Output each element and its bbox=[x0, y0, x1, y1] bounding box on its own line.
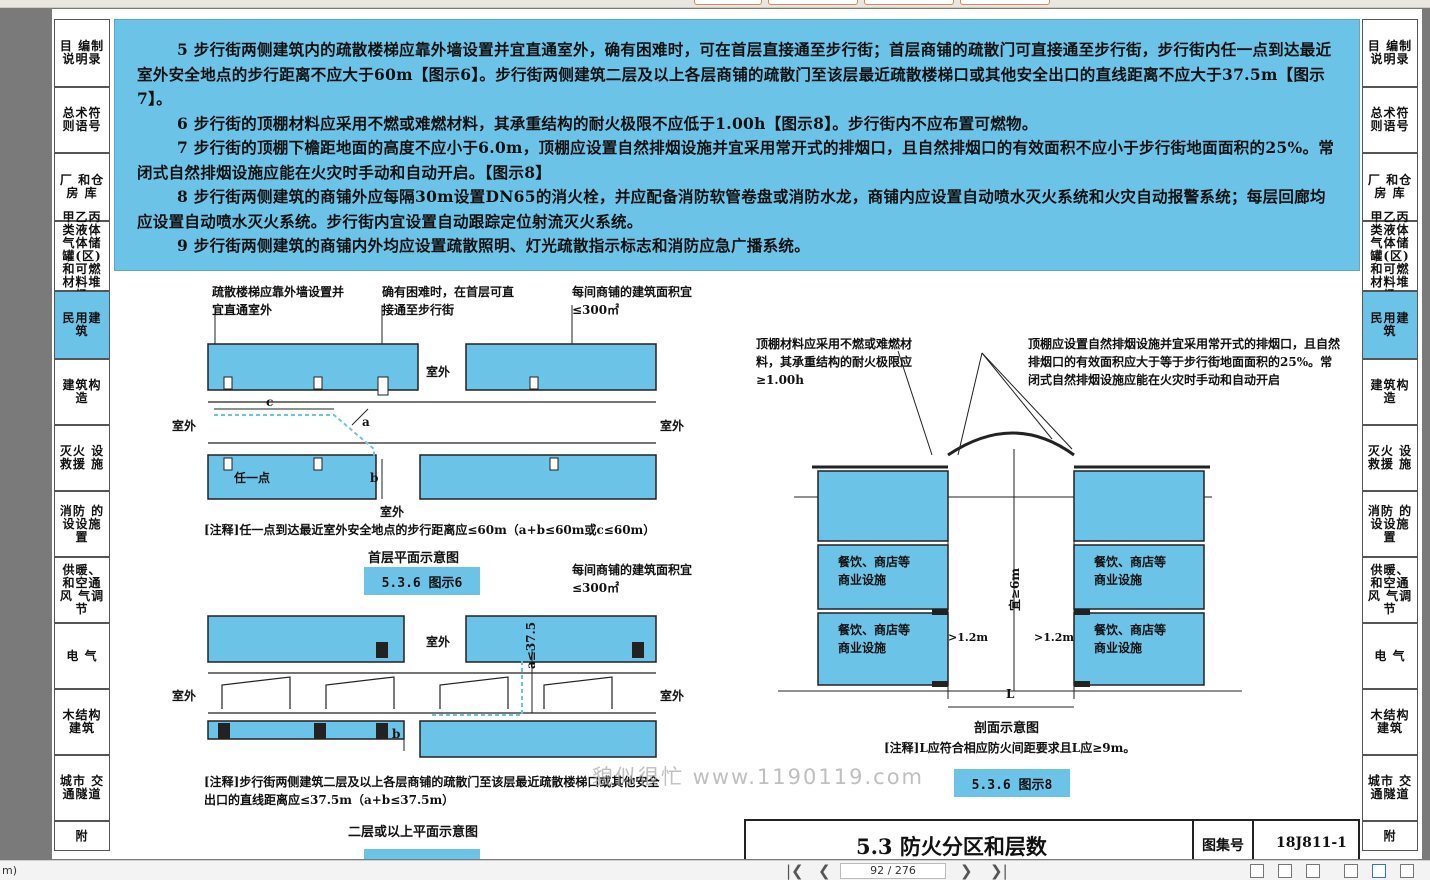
fig7-caption: 二层或以上平面示意图 bbox=[348, 825, 479, 840]
fig7-dim-b: b bbox=[392, 727, 401, 741]
section-tab[interactable]: 城市 交通隧道 bbox=[1362, 755, 1418, 821]
continuous-page-icon[interactable] bbox=[1372, 864, 1386, 878]
section-title: 5.3 防火分区和层数 bbox=[856, 834, 1047, 859]
section-tab[interactable]: 消防 的设设施 置 bbox=[54, 491, 110, 557]
section-tab[interactable]: 木结构 建筑 bbox=[1362, 689, 1418, 755]
fit-width-icon[interactable] bbox=[1278, 864, 1292, 878]
section-tab[interactable]: 供暖、和空通风 气调节 bbox=[54, 557, 110, 623]
section-tab[interactable]: 总术符则语号 bbox=[54, 87, 110, 153]
atlas-number: 18J811-1 bbox=[1276, 835, 1347, 851]
toolbar-button[interactable] bbox=[960, 0, 1050, 5]
section-tab[interactable]: 电 气 bbox=[54, 623, 110, 689]
section-tab[interactable]: 目 编制说明录 bbox=[54, 19, 110, 87]
fit-page-icon[interactable] bbox=[1250, 864, 1264, 878]
fig7-outdoor-left: 室外 bbox=[172, 689, 197, 703]
fig8-shop-label-4: 餐饮、商店等商业设施 bbox=[1094, 623, 1167, 655]
atlas-label: 图集号 bbox=[1202, 838, 1244, 854]
single-page-icon[interactable] bbox=[1344, 864, 1358, 878]
fig8-shop-label-3: 餐饮、商店等商业设施 bbox=[838, 623, 911, 655]
fig8-note-smoke: 顶棚应设置自然排烟设施并宜采用常开式的排烟口，且自然排烟口的有效面积应大于等于步… bbox=[1028, 337, 1341, 387]
clause-text-box: 5 步行街两侧建筑内的疏散楼梯应靠外墙设置并宜直通室外，确有困难时，可在首层直接… bbox=[114, 19, 1360, 271]
fig6-outdoor-right: 室外 bbox=[660, 419, 685, 433]
fig6-outdoor-top: 室外 bbox=[426, 365, 451, 379]
toolbar-button[interactable] bbox=[768, 0, 858, 5]
fig6-dim-a: a bbox=[362, 415, 370, 429]
fig8-badge: 5.3.6 图示8 bbox=[954, 769, 1070, 797]
paragraph-6: 6 步行街的顶棚材料应采用不燃或难燃材料，其承重结构的耐火极限不应低于1.00h… bbox=[177, 113, 1038, 133]
fig7-outdoor-right: 室外 bbox=[660, 689, 685, 703]
section-tab[interactable]: 木结构 建筑 bbox=[54, 689, 110, 755]
last-page-icon[interactable]: ❯| bbox=[990, 862, 1008, 880]
status-text: m) bbox=[2, 864, 18, 877]
section-tab[interactable]: 建筑构造 bbox=[54, 359, 110, 425]
section-tab[interactable]: 厂 和仓房 库 bbox=[1362, 153, 1418, 221]
fig8-corridor-left: >1.2m bbox=[948, 631, 988, 644]
rotate-icon[interactable] bbox=[1306, 864, 1320, 878]
paragraph-8: 8 步行街两侧建筑的商铺外应每隔30m设置DN65的消火栓，并应配备消防软管卷盘… bbox=[137, 187, 1326, 231]
section-tab[interactable]: 电 气 bbox=[1362, 623, 1418, 689]
divider bbox=[1252, 821, 1254, 859]
paragraph-9: 9 步行街两侧建筑的商铺内外均应设置疏散照明、灯光疏散指示标志和消防应急广播系统… bbox=[177, 236, 810, 255]
fig8-height: 宜≥6m bbox=[1008, 567, 1022, 611]
next-page-icon[interactable]: ❯ bbox=[960, 862, 973, 880]
two-page-icon[interactable] bbox=[1400, 864, 1414, 878]
fig7-note-area: 每间商铺的建筑面积宜≤300㎡ bbox=[572, 563, 693, 595]
fig7-dim-a: a≤37.5 bbox=[524, 621, 538, 669]
watermark: 貌似很忙 www.1190119.com bbox=[592, 765, 925, 789]
section-tab[interactable]: 附 bbox=[1362, 821, 1418, 851]
prev-page-icon[interactable]: ❮ bbox=[818, 862, 831, 880]
fig6-dim-b: b bbox=[370, 471, 379, 485]
section-tab[interactable]: 目 编制说明录 bbox=[1362, 19, 1418, 87]
paragraph-7: 7 步行街的顶棚下檐距地面的高度不应小于6.0m，顶棚应设置自然排烟设施并宜采用… bbox=[137, 138, 1335, 182]
section-tab[interactable]: 供暖、和空通风 气调节 bbox=[1362, 557, 1418, 623]
figure-drawings bbox=[207, 305, 1242, 758]
section-tab[interactable]: 厂 和仓房 库 bbox=[54, 153, 110, 221]
fig6-outdoor-left: 室外 bbox=[172, 419, 197, 433]
fig8-corridor-right: >1.2m bbox=[1034, 631, 1074, 644]
fig6-outdoor-bottom: 室外 bbox=[380, 505, 405, 519]
paragraph-5: 5 步行街两侧建筑内的疏散楼梯应靠外墙设置并宜直通室外，确有困难时，可在首层直接… bbox=[137, 40, 1332, 108]
section-tab[interactable]: 建筑构造 bbox=[1362, 359, 1418, 425]
first-page-icon[interactable]: |❮ bbox=[786, 862, 804, 880]
section-tab[interactable]: 总术符则语号 bbox=[1362, 87, 1418, 153]
top-toolbar bbox=[0, 0, 1430, 8]
fig8-dim-L: L bbox=[1006, 687, 1015, 701]
section-tab[interactable]: 城市 交通隧道 bbox=[54, 755, 110, 821]
section-tab[interactable]: 灭火 设救援 施 bbox=[1362, 425, 1418, 491]
toolbar-button[interactable] bbox=[694, 0, 762, 5]
fig6-badge: 5.3.6 图示6 bbox=[364, 567, 480, 595]
fig6-remark: [注释]任一点到达最近室外安全地点的步行距离应≤60m（a+b≤60m或c≤60… bbox=[204, 523, 656, 537]
fig8-shop-label-1: 餐饮、商店等商业设施 bbox=[838, 555, 911, 587]
fig8-shop-label-2: 餐饮、商店等商业设施 bbox=[1094, 555, 1167, 587]
fig7-badge bbox=[364, 849, 480, 859]
fig8-remark: [注释]L应符合相应防火间距要求且L应≥9m。 bbox=[884, 741, 1136, 755]
fig8-note-roof: 顶棚材料应采用不燃或难燃材料，其承重结构的耐火极限应≥1.00h bbox=[756, 337, 913, 387]
fig6-any-point: 任一点 bbox=[234, 471, 271, 485]
section-tab[interactable]: 民用建筑 bbox=[54, 291, 110, 359]
toolbar-button[interactable] bbox=[864, 0, 954, 5]
fig7-remark: [注释]步行街两侧建筑二层及以上各层商铺的疏散门至该层最近疏散楼梯口或其他安全出… bbox=[204, 775, 660, 807]
section-tab[interactable]: 消防 的设设施 置 bbox=[1362, 491, 1418, 557]
fig6-note-stair: 疏散楼梯应靠外墙设置并宜直通室外 bbox=[212, 285, 345, 317]
fig6-caption: 首层平面示意图 bbox=[368, 551, 460, 566]
section-tab[interactable]: 灭火 设救援 施 bbox=[54, 425, 110, 491]
divider bbox=[1192, 821, 1194, 859]
fig7-outdoor-top: 室外 bbox=[426, 635, 451, 649]
section-tab[interactable]: 民用建筑 bbox=[1362, 291, 1418, 359]
fig6-note-area: 每间商铺的建筑面积宜≤300㎡ bbox=[572, 285, 693, 317]
page-indicator[interactable]: 92 / 276 bbox=[840, 863, 946, 879]
section-tab[interactable]: 附 bbox=[54, 821, 110, 851]
bottom-navigation-bar: m) |❮ ❮ 92 / 276 ❯ ❯| bbox=[0, 860, 1430, 880]
fig6-note-difficult: 确有困难时，在首层可直接通至步行街 bbox=[382, 285, 515, 317]
fig8-caption: 剖面示意图 bbox=[974, 721, 1040, 736]
fig6-dim-c: c bbox=[266, 395, 274, 409]
title-block: 5.3 防火分区和层数 图集号 18J811-1 bbox=[744, 819, 1360, 859]
